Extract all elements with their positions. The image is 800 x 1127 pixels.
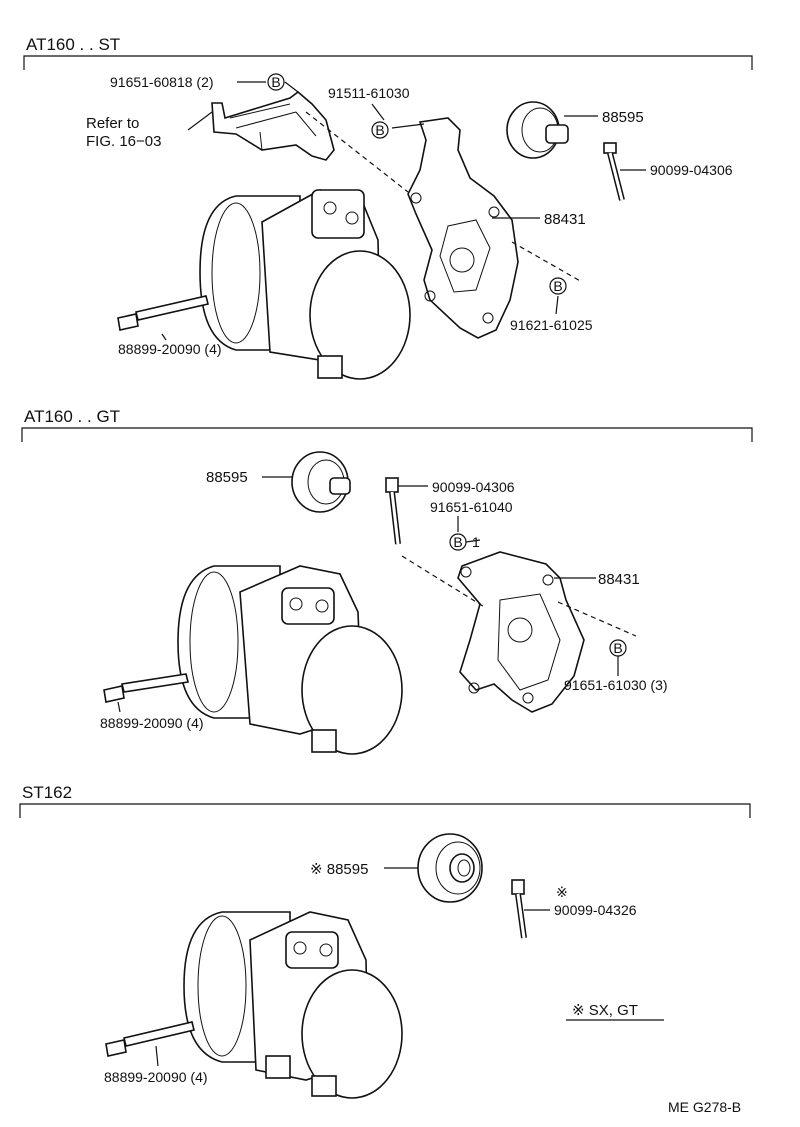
figure-code: ME G278-B [668, 1099, 741, 1115]
section-at160-gt: AT160 . . GT [21, 407, 753, 755]
bracket-part [211, 90, 335, 161]
compressor-part [177, 565, 403, 755]
mounting-bracket-part [457, 551, 585, 713]
part-number-label: 91511-61030 [328, 85, 410, 101]
part-number-label: 88899-20090 (4) [104, 1069, 208, 1085]
bolt-marker: B [267, 73, 285, 91]
compressor-part [199, 189, 411, 380]
section-st162: ST162 [19, 783, 751, 1099]
bolt-marker: B [371, 121, 389, 139]
bolt-marker: B [609, 639, 627, 657]
section-title: AT160 . . GT [24, 407, 120, 426]
section-at160-st: AT160 . . ST [23, 35, 753, 380]
bolt-marker: B [549, 277, 567, 295]
part-number-label: 88899-20090 (4) [100, 715, 204, 731]
long-bolt-part [103, 673, 189, 703]
long-bolt-part [105, 1021, 195, 1057]
bolt-marker-label: B [453, 534, 462, 550]
bolt-part [511, 879, 527, 939]
section-title: AT160 . . ST [26, 35, 120, 54]
section-bracket [23, 55, 753, 70]
section-bracket [21, 427, 753, 442]
bolt-part [603, 142, 625, 201]
part-number-label: 88431 [598, 571, 640, 588]
part-number-label: 90099-04306 [650, 162, 733, 178]
bolt-marker-label: B [613, 640, 622, 656]
reference-mark: 1 [472, 534, 480, 550]
refer-note-line2: FIG. 16−03 [86, 133, 161, 150]
idler-pulley-part [291, 451, 351, 513]
mounting-bracket-part [407, 117, 519, 339]
applicability-note: ※ SX, GT [572, 1002, 638, 1019]
bolt-marker-label: B [375, 122, 384, 138]
part-number-label: 90099-04306 [432, 479, 515, 495]
part-number-label: 90099-04326 [554, 902, 637, 918]
part-number-label: 91621-61025 [510, 317, 593, 333]
part-number-label: 88595 [602, 109, 644, 126]
idler-pulley-part [506, 101, 569, 159]
part-number-label: 88431 [544, 211, 586, 228]
compressor-part [183, 911, 403, 1099]
refer-note-line1: Refer to [86, 115, 139, 132]
part-number-label: 88595 [206, 469, 248, 486]
part-number-label: 91651-60818 (2) [110, 74, 214, 90]
bolt-marker-label: B [553, 278, 562, 294]
section-bracket [19, 803, 751, 818]
part-number-label: ※ 88595 [310, 861, 368, 878]
long-bolt-part [117, 295, 209, 331]
part-number-label: 88899-20090 (4) [118, 341, 222, 357]
availability-mark: ※ [556, 884, 568, 900]
part-number-label: 91651-61040 [430, 499, 513, 515]
section-title: ST162 [22, 783, 72, 802]
bolt-part [385, 477, 401, 545]
bolt-marker-label: B [271, 74, 280, 90]
bolt-marker: B [449, 533, 467, 551]
part-number-label: 91651-61030 (3) [564, 677, 668, 693]
idler-pulley-part [417, 833, 483, 903]
